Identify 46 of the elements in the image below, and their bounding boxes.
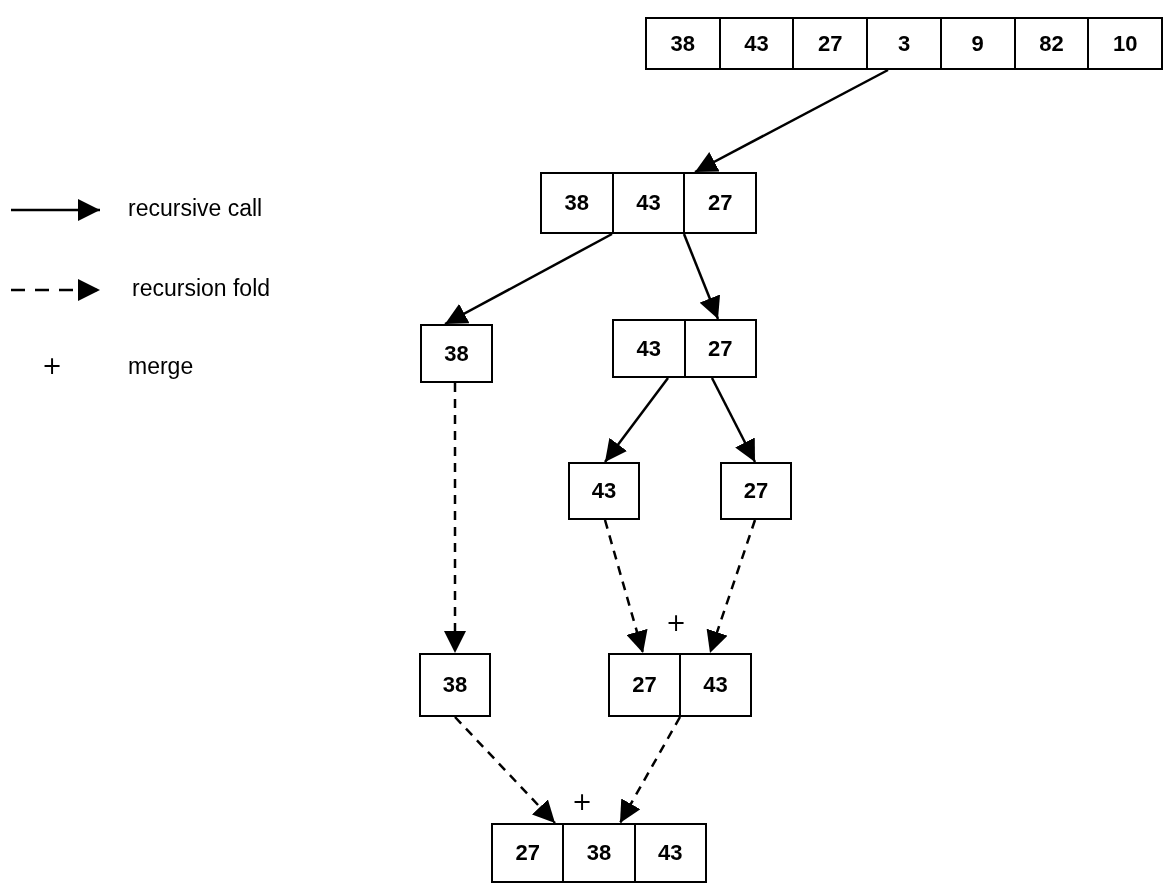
- array-box: [612, 319, 757, 378]
- array-box: [645, 17, 1163, 70]
- array-number: 3: [866, 19, 940, 68]
- array-number: 38: [669, 29, 697, 58]
- array-box: [419, 653, 491, 717]
- array-number: 43: [679, 655, 750, 715]
- array-number: 43: [633, 825, 705, 881]
- array-number: 43: [635, 334, 662, 363]
- legend-label: merge: [128, 354, 194, 380]
- plus-sign: +: [572, 790, 593, 814]
- dashed-arrow: [603, 519, 648, 654]
- dashed-arrow: [706, 519, 757, 654]
- array-number: 9: [939, 19, 1014, 68]
- array-number: 38: [441, 671, 469, 699]
- array-number: 38: [443, 339, 470, 368]
- legend-label: recursion fold: [132, 276, 271, 302]
- array-number: 43: [611, 174, 684, 232]
- array-number: 27: [742, 477, 770, 505]
- array-number: 27: [792, 19, 867, 68]
- arrow: [604, 377, 669, 463]
- dashed-arrow: [454, 716, 556, 824]
- array-box: [420, 324, 493, 383]
- array-number: 27: [683, 321, 755, 376]
- array-box: [608, 653, 752, 717]
- arrow: [682, 233, 721, 320]
- array-box: [720, 462, 792, 520]
- arrow: [694, 68, 889, 174]
- array-number: 27: [683, 174, 755, 232]
- dashed-arrow: [618, 716, 682, 824]
- array-number: 43: [590, 477, 618, 505]
- array-number: 27: [631, 671, 658, 699]
- arrow: [444, 232, 613, 326]
- array-number: 10: [1087, 19, 1162, 68]
- array-number: 38: [563, 189, 591, 217]
- array-box: [491, 823, 707, 883]
- array-number: 38: [562, 825, 634, 881]
- array-box: [540, 172, 757, 234]
- arrow: [710, 377, 757, 463]
- plus-sign: +: [42, 354, 63, 378]
- legend-label: recursive call: [128, 196, 263, 222]
- dashed-arrow: [444, 383, 466, 653]
- plus-sign: +: [666, 611, 687, 635]
- array-number: 43: [718, 19, 793, 68]
- array-box: [568, 462, 640, 520]
- array-number: 27: [514, 839, 541, 867]
- array-number: 82: [1013, 19, 1088, 68]
